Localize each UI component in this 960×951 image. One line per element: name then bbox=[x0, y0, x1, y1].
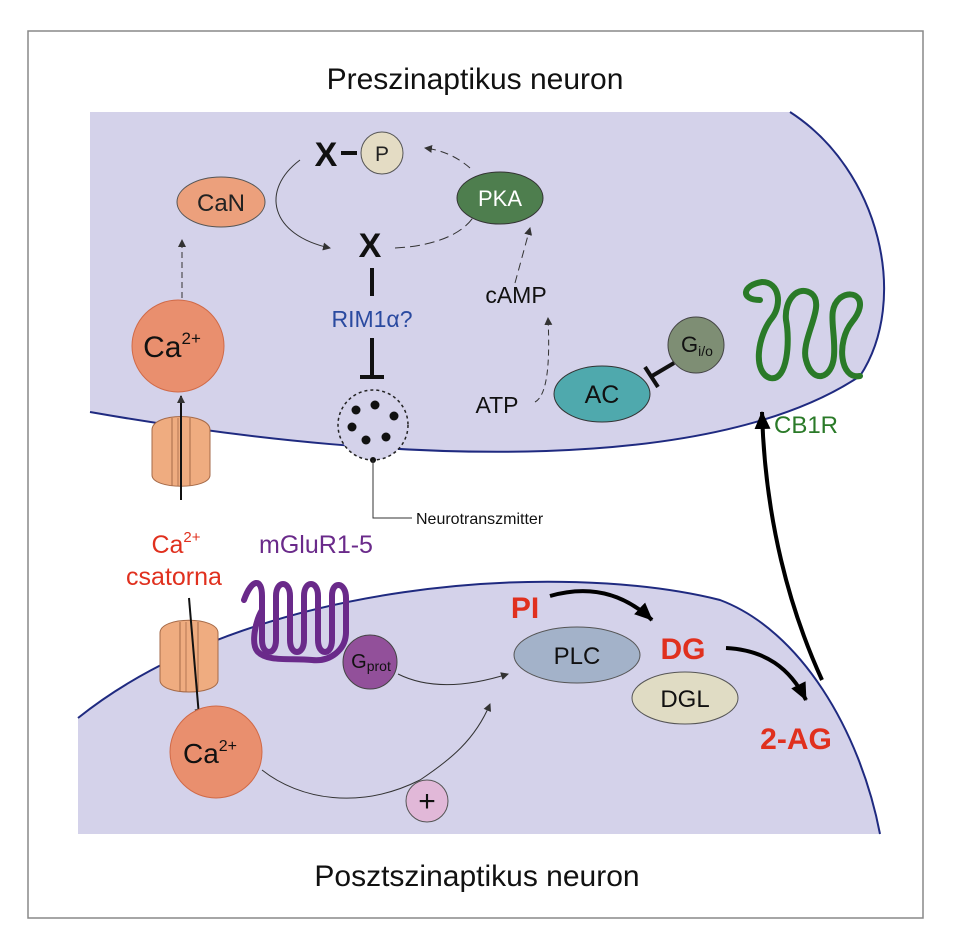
arrow-xp-to-x bbox=[275, 159, 331, 251]
atp-label: ATP bbox=[475, 392, 518, 418]
ca-base: Ca bbox=[143, 331, 182, 364]
arrow-gprot-to-plc bbox=[397, 672, 509, 686]
vesicle-dot bbox=[381, 432, 391, 442]
vesicle-dot bbox=[361, 435, 371, 445]
can-node bbox=[176, 176, 266, 228]
ca-charge: 2+ bbox=[181, 329, 200, 348]
arrow-atp-to-camp bbox=[534, 317, 553, 403]
gio-base: G bbox=[681, 332, 698, 357]
arrow-pi-to-dg bbox=[549, 589, 654, 622]
ca-channel-postsynaptic bbox=[159, 619, 219, 693]
gio-inhibition-bar bbox=[643, 365, 660, 389]
mglur-receptor bbox=[241, 580, 349, 664]
p-label: P bbox=[375, 143, 389, 166]
gprot-subscript: prot bbox=[367, 658, 391, 674]
gio-label: Gi/o bbox=[681, 332, 713, 359]
plus-node bbox=[405, 779, 449, 823]
gprot-base: G bbox=[351, 651, 367, 673]
arrow-2ag-to-cb1r bbox=[754, 411, 824, 681]
cb1r-label: CB1R bbox=[774, 412, 838, 439]
ca-channel-charge: 2+ bbox=[183, 529, 200, 546]
pka-label: PKA bbox=[478, 186, 522, 211]
arrow-camp-to-pka bbox=[514, 227, 533, 284]
ca-post-base: Ca bbox=[183, 738, 219, 769]
pka-node bbox=[456, 171, 544, 225]
ca-post-charge: 2+ bbox=[219, 738, 237, 755]
arrow-pka-to-xp bbox=[424, 144, 471, 169]
arrow-dg-to-2ag bbox=[725, 646, 808, 701]
plc-label: PLC bbox=[554, 643, 601, 670]
dgl-node bbox=[631, 671, 739, 725]
mglur-label: mGluR1-5 bbox=[259, 531, 373, 559]
gio-inhibits-ac bbox=[650, 361, 676, 378]
vesicle-dot bbox=[370, 400, 380, 410]
ac-label: AC bbox=[585, 381, 620, 409]
ca-channel-label: Ca2+ bbox=[151, 529, 200, 559]
ca-postsynaptic-label: Ca2+ bbox=[183, 738, 237, 769]
neurotransmitter-label: Neurotranszmitter bbox=[416, 511, 544, 528]
two-ag-label: 2-AG bbox=[760, 723, 832, 756]
vesicle-dot bbox=[347, 422, 357, 432]
ac-node bbox=[553, 365, 651, 423]
x-phosphorylated: X bbox=[315, 136, 338, 174]
cb1r-receptor bbox=[743, 278, 863, 382]
rim1a-label: RIM1α? bbox=[331, 306, 412, 332]
plc-node bbox=[513, 626, 641, 684]
ca-presynaptic-node bbox=[131, 299, 225, 393]
plus-label: + bbox=[418, 785, 436, 818]
ca-postsynaptic-node bbox=[169, 705, 263, 799]
arrow-ca-to-plc bbox=[261, 703, 491, 799]
channel-to-ca-post-arrow bbox=[188, 597, 203, 717]
dgl-label: DGL bbox=[660, 686, 709, 713]
neurotransmitter-pointer bbox=[372, 460, 412, 519]
camp-label: cAMP bbox=[485, 282, 546, 308]
gprot-label: Gprot bbox=[351, 651, 391, 674]
presynaptic-title: Preszinaptikus neuron bbox=[327, 63, 624, 96]
vesicle-dot bbox=[351, 405, 361, 415]
gprot-node bbox=[342, 634, 398, 690]
postsynaptic-membrane-line bbox=[77, 580, 881, 835]
p-node bbox=[360, 131, 404, 175]
presynaptic-membrane-line bbox=[89, 111, 886, 453]
ca-presynaptic-label: Ca2+ bbox=[143, 329, 201, 364]
vesicle-dot bbox=[389, 411, 399, 421]
dg-label: DG bbox=[661, 633, 706, 666]
can-label: CaN bbox=[197, 190, 245, 217]
ca-channel-word: csatorna bbox=[126, 563, 222, 591]
postsynaptic-title: Posztszinaptikus neuron bbox=[314, 860, 639, 893]
x-dephosphorylated: X bbox=[359, 227, 382, 265]
pi-label: PI bbox=[511, 592, 539, 625]
gio-node bbox=[667, 316, 725, 374]
ca-channel-base: Ca bbox=[151, 531, 183, 559]
gio-subscript: i/o bbox=[698, 343, 713, 359]
